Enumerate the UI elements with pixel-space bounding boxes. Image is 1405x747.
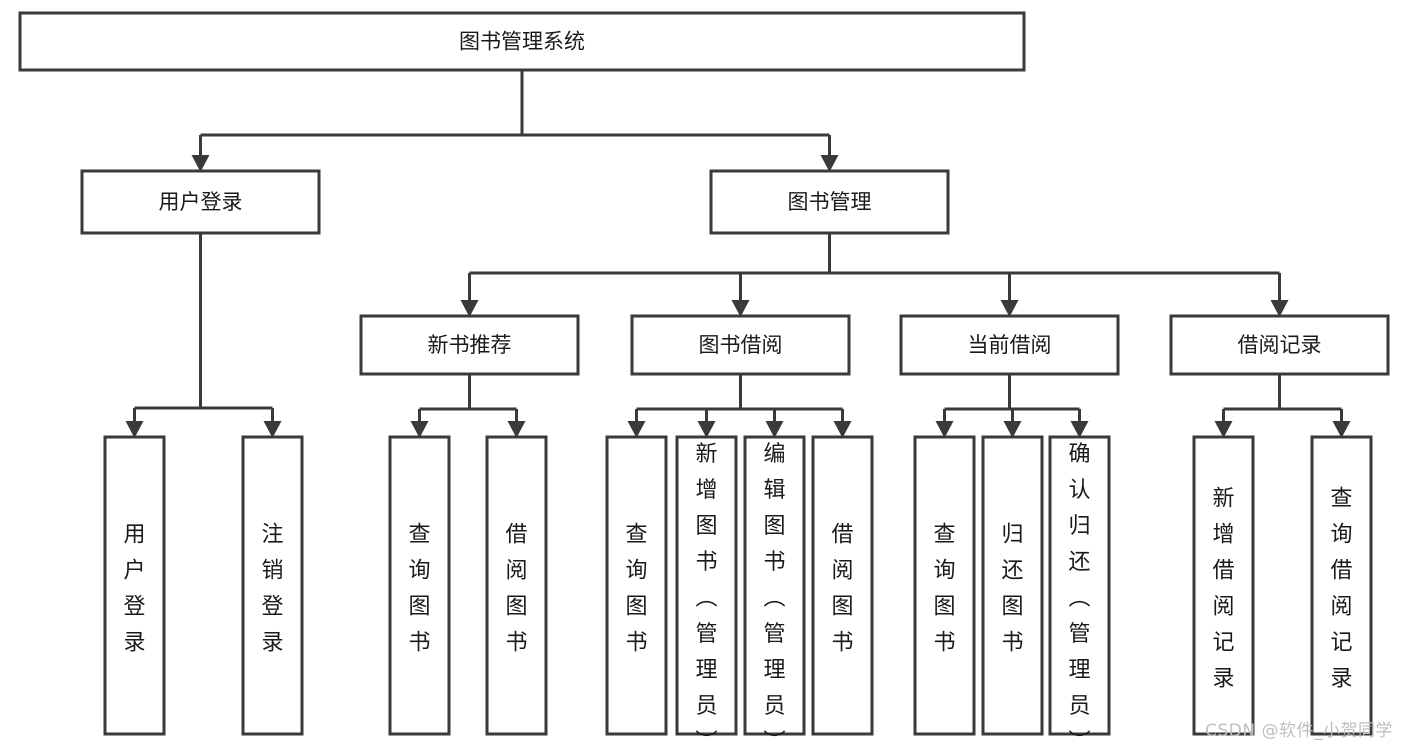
node-leaf-add-record[interactable]: 新增借阅记录 <box>1192 435 1255 736</box>
node-label: 查询图书 <box>408 523 430 656</box>
node-box <box>241 435 304 736</box>
node-box <box>899 314 1120 376</box>
node-leaf-query-record[interactable]: 查询借阅记录 <box>1310 435 1373 736</box>
edge-group-newbook <box>410 374 526 438</box>
node-label: 编辑图书︵管理员︶ <box>763 442 785 747</box>
node-label: 查询借阅记录 <box>1330 487 1352 692</box>
arrow-head-icon <box>125 421 144 438</box>
node-box <box>709 169 950 235</box>
node-box <box>1048 435 1111 736</box>
node-label: 查询图书 <box>625 523 647 656</box>
node-label: 查询图书 <box>933 523 955 656</box>
edge-group-bookmgmt <box>460 233 1289 317</box>
node-label: 新书推荐 <box>428 333 512 357</box>
node-box <box>18 11 1026 72</box>
edge-group-records <box>1214 374 1351 438</box>
node-label: 借阅图书 <box>505 523 527 656</box>
edge-group-borrow <box>627 374 852 438</box>
arrow-head-icon <box>1214 421 1233 438</box>
node-label: 归还图书 <box>1001 523 1023 656</box>
arrow-head-icon <box>1270 300 1289 317</box>
arrow-head-icon <box>697 421 716 438</box>
arrow-head-icon <box>820 155 839 172</box>
node-root[interactable]: 图书管理系统 <box>18 11 1026 72</box>
edges-layer <box>125 70 1351 438</box>
node-leaf-user-login[interactable]: 用户登录 <box>103 435 166 736</box>
arrow-head-icon <box>1000 300 1019 317</box>
node-label: 新增图书︵管理员︶ <box>695 442 717 747</box>
node-leaf-user-logout[interactable]: 注销登录 <box>241 435 304 736</box>
arrow-head-icon <box>191 155 210 172</box>
arrow-head-icon <box>833 421 852 438</box>
node-leaf-add-book[interactable]: 新增图书︵管理员︶ <box>675 435 738 747</box>
node-box <box>605 435 668 736</box>
arrow-head-icon <box>1332 421 1351 438</box>
arrow-head-icon <box>507 421 526 438</box>
node-box <box>103 435 166 736</box>
node-label: 确认归还︵管理员︶ <box>1068 442 1090 747</box>
node-label: 新增借阅记录 <box>1212 487 1234 692</box>
edge-group-root <box>191 70 839 172</box>
node-label: 注销登录 <box>261 523 283 656</box>
arrow-head-icon <box>731 300 750 317</box>
node-box <box>630 314 851 376</box>
node-label: 用户登录 <box>123 523 145 656</box>
node-leaf-borrow-book-1[interactable]: 借阅图书 <box>485 435 548 736</box>
arrow-head-icon <box>263 421 282 438</box>
node-bookmgmt[interactable]: 图书管理 <box>709 169 950 235</box>
node-leaf-borrow-book-2[interactable]: 借阅图书 <box>811 435 874 736</box>
nodes-layer: 图书管理系统用户登录图书管理新书推荐图书借阅当前借阅借阅记录用户登录注销登录查询… <box>18 11 1390 747</box>
node-label: 借阅图书 <box>831 523 853 656</box>
node-box <box>913 435 976 736</box>
node-box <box>359 314 580 376</box>
node-box <box>388 435 451 736</box>
node-box <box>1169 314 1390 376</box>
node-label: 图书管理系统 <box>459 30 585 54</box>
node-label: 图书管理 <box>788 190 872 214</box>
node-borrow[interactable]: 图书借阅 <box>630 314 851 376</box>
node-leaf-edit-book[interactable]: 编辑图书︵管理员︶ <box>743 435 806 747</box>
node-label: 借阅记录 <box>1238 333 1322 357</box>
node-leaf-query-book-1[interactable]: 查询图书 <box>388 435 451 736</box>
edge-group-current <box>935 374 1089 438</box>
arrow-head-icon <box>627 421 646 438</box>
arrow-head-icon <box>765 421 784 438</box>
node-label: 用户登录 <box>159 190 243 214</box>
node-records[interactable]: 借阅记录 <box>1169 314 1390 376</box>
arrow-head-icon <box>410 421 429 438</box>
node-newbook[interactable]: 新书推荐 <box>359 314 580 376</box>
node-leaf-query-book-2[interactable]: 查询图书 <box>605 435 668 736</box>
node-leaf-query-book-3[interactable]: 查询图书 <box>913 435 976 736</box>
node-box <box>981 435 1044 736</box>
node-box <box>1192 435 1255 736</box>
arrow-head-icon <box>1070 421 1089 438</box>
arrow-head-icon <box>1003 421 1022 438</box>
node-leaf-confirm-return[interactable]: 确认归还︵管理员︶ <box>1048 435 1111 747</box>
node-box <box>811 435 874 736</box>
node-label: 图书借阅 <box>699 333 783 357</box>
arrow-head-icon <box>460 300 479 317</box>
node-box <box>743 435 806 736</box>
node-box <box>485 435 548 736</box>
node-box <box>1310 435 1373 736</box>
node-login[interactable]: 用户登录 <box>80 169 321 235</box>
node-current[interactable]: 当前借阅 <box>899 314 1120 376</box>
node-label: 当前借阅 <box>968 333 1052 357</box>
arrow-head-icon <box>935 421 954 438</box>
edge-group-login <box>125 233 282 438</box>
node-box <box>80 169 321 235</box>
node-leaf-return-book[interactable]: 归还图书 <box>981 435 1044 736</box>
node-box <box>675 435 738 736</box>
